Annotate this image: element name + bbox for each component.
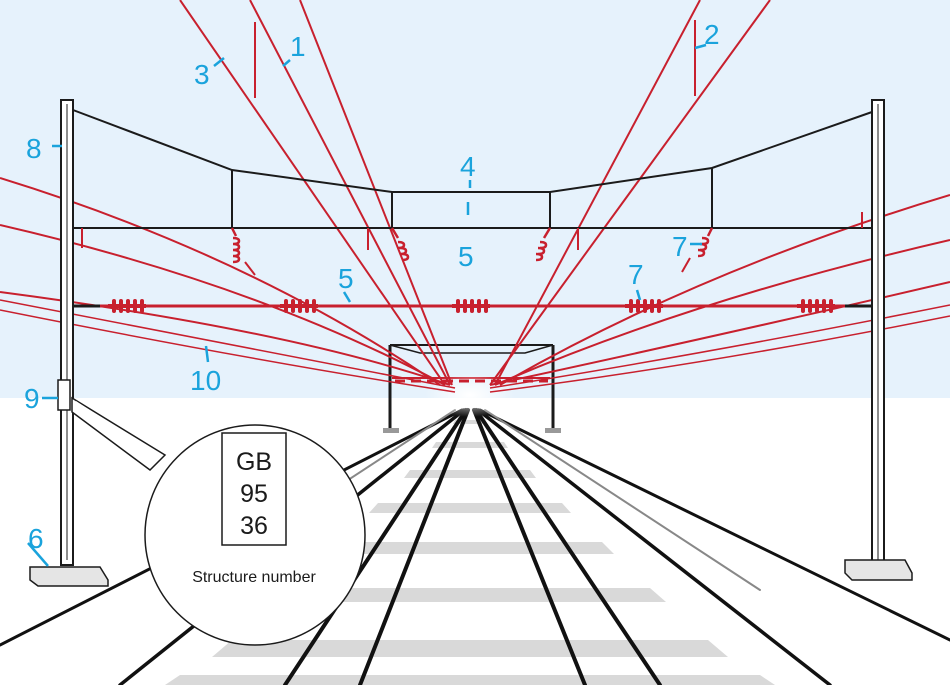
label-5-lower: 5 xyxy=(338,263,354,294)
sky-background xyxy=(0,0,950,398)
rails[interactable] xyxy=(0,408,950,685)
label-leaders xyxy=(27,43,707,567)
vanishing-point-glow xyxy=(425,373,515,417)
label-6: 6 xyxy=(28,523,44,554)
label-10: 10 xyxy=(190,365,221,396)
structure-number-plate xyxy=(221,432,287,546)
string-insulators[interactable] xyxy=(108,299,835,313)
plate-line-3: 36 xyxy=(240,512,268,540)
callout-caption: Structure number xyxy=(192,569,316,586)
plate-line-2: 95 xyxy=(240,480,268,508)
sleepers xyxy=(165,420,775,685)
plate-line-1: GB xyxy=(236,448,272,476)
part-labels: 1 2 3 4 5 5 6 7 7 8 9 10 xyxy=(24,19,720,554)
label-7-upper: 7 xyxy=(672,231,688,262)
label-9: 9 xyxy=(24,383,40,414)
label-2: 2 xyxy=(704,19,720,50)
left-foundation[interactable] xyxy=(29,566,109,587)
label-3: 3 xyxy=(194,59,210,90)
main-portal-structure[interactable] xyxy=(29,99,913,587)
label-5-upper: 5 xyxy=(458,241,474,272)
label-1: 1 xyxy=(290,31,306,62)
label-8: 8 xyxy=(26,133,42,164)
label-4: 4 xyxy=(460,151,476,182)
mast-number-plate[interactable] xyxy=(57,379,71,411)
registration-insulators[interactable] xyxy=(230,227,714,264)
structure-number-callout: GB 95 36 Structure number xyxy=(71,396,366,646)
label-7-lower: 7 xyxy=(628,259,644,290)
right-foundation[interactable] xyxy=(844,559,913,581)
